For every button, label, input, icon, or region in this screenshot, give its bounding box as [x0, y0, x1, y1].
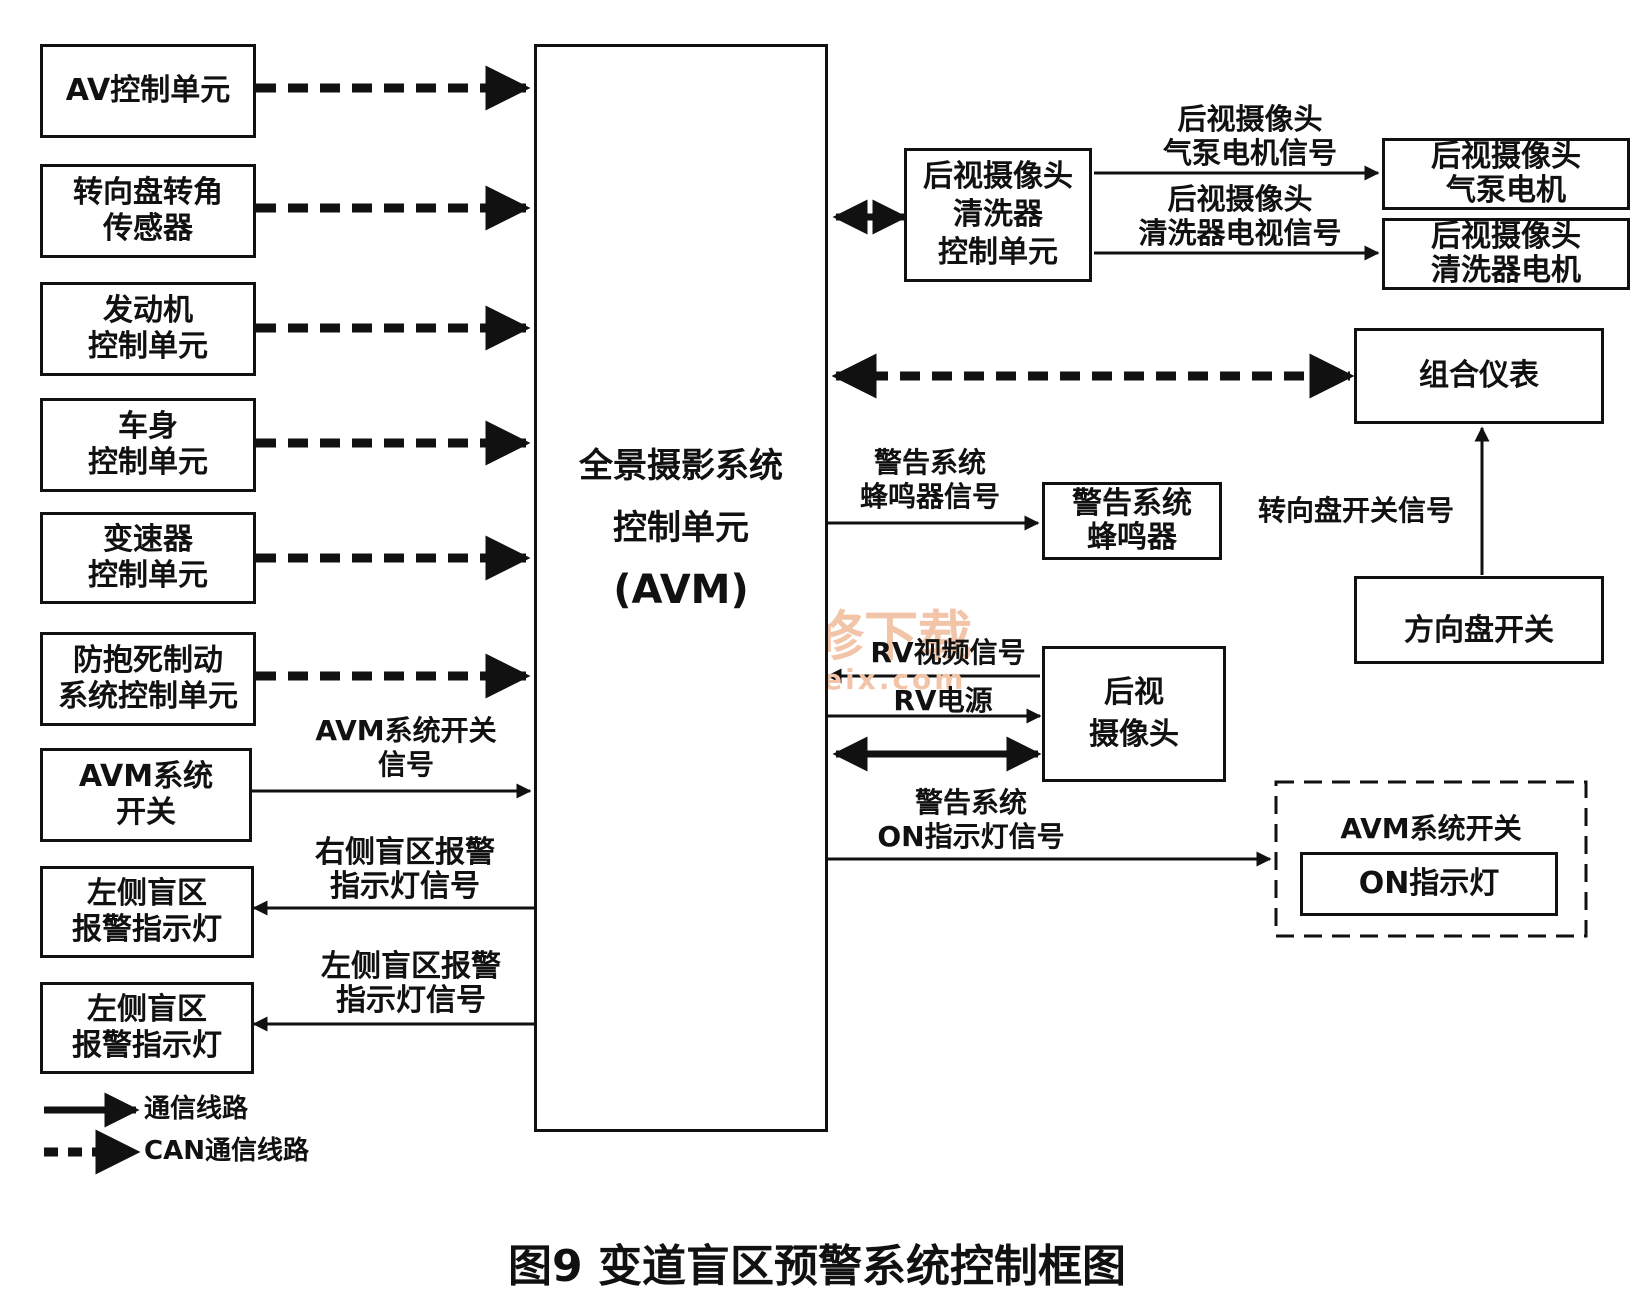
rv-video-signal-label: RV视频信号 [870, 636, 1026, 669]
engine-control-unit-box: 发动机 控制单元 [40, 282, 256, 376]
box-label: 开关 [116, 795, 176, 830]
warning-buzzer-box: 警告系统 蜂鸣器 [1042, 482, 1222, 560]
box-label: ON指示灯 [1358, 866, 1500, 901]
box-label: 报警指示灯 [72, 1028, 222, 1063]
avm-system-switch-box: AVM系统 开关 [40, 748, 252, 842]
right-blind-signal-label: 右侧盲区报警指示灯信号 [315, 835, 495, 904]
av-control-unit-box: AV控制单元 [40, 44, 256, 138]
transmission-control-unit-box: 变速器 控制单元 [40, 512, 256, 604]
box-label: 后视摄像头 [1431, 219, 1581, 254]
box-label: 系统控制单元 [58, 679, 238, 714]
can-lines-left [256, 65, 1355, 699]
box-label: 控制单元 [938, 235, 1058, 270]
avm-switch-signal-label: AVM系统开关信号 [315, 714, 497, 781]
box-label: 车身 [118, 409, 178, 444]
combination-meter-box: 组合仪表 [1354, 328, 1604, 424]
box-label: 转向盘转角 [73, 175, 223, 210]
box-label: 蜂鸣器 [1087, 520, 1177, 555]
box-label: 气泵电机 [1446, 173, 1566, 208]
avm-indicator-title: AVM系统开关 [1340, 812, 1522, 845]
camera-pump-motor-box: 后视摄像头 气泵电机 [1382, 138, 1630, 210]
rv-power-label: RV电源 [893, 684, 993, 717]
box-label: 报警指示灯 [72, 912, 222, 947]
box-label: 后视摄像头 [1431, 139, 1581, 174]
figure-caption: 图9 变道盲区预警系统控制框图 [508, 1241, 1126, 1292]
box-label: 控制单元 [88, 329, 208, 364]
box-label: 警告系统 [1072, 486, 1192, 521]
left-blind-signal-label: 左侧盲区报警指示灯信号 [321, 949, 501, 1018]
box-label: 摄像头 [1089, 717, 1179, 752]
box-label: 控制单元 [613, 508, 749, 548]
box-label: 左侧盲区 [87, 876, 207, 911]
steering-switch-signal-label: 转向盘开关信号 [1257, 494, 1454, 527]
box-label: 组合仪表 [1419, 358, 1539, 393]
legend-comm-label: 通信线路 [144, 1094, 249, 1124]
legend-can-label: CAN通信线路 [144, 1136, 309, 1166]
camera-washer-motor-box: 后视摄像头 清洗器电机 [1382, 218, 1630, 290]
buzzer-signal-label: 警告系统蜂鸣器信号 [859, 446, 1000, 513]
box-label: 左侧盲区 [87, 992, 207, 1027]
body-control-unit-box: 车身 控制单元 [40, 398, 256, 492]
washer-control-unit-box: 后视摄像头 清洗器 控制单元 [904, 148, 1092, 282]
box-label: 清洗器电机 [1431, 253, 1581, 288]
rear-camera-box: 后视 摄像头 [1042, 646, 1226, 782]
box-label: AVM系统 [78, 759, 214, 794]
washer-motor-signal-label: 后视摄像头清洗器电视信号 [1138, 182, 1342, 250]
on-indicator-box: ON指示灯 [1300, 852, 1558, 916]
right-blind-zone-indicator-box: 左侧盲区 报警指示灯 [40, 866, 254, 958]
left-blind-zone-indicator-box: 左侧盲区 报警指示灯 [40, 982, 254, 1074]
abs-control-unit-box: 防抱死制动 系统控制单元 [40, 632, 256, 726]
box-label: 控制单元 [88, 445, 208, 480]
box-label: 方向盘开关 [1404, 613, 1554, 648]
box-label: (AVM) [613, 567, 749, 613]
box-label: 清洗器 [953, 197, 1043, 232]
box-label: 后视 [1104, 675, 1164, 710]
box-label: 发动机 [103, 293, 193, 328]
box-label: 传感器 [103, 211, 193, 246]
comm-lines [44, 199, 1042, 1128]
box-label: AV控制单元 [65, 73, 231, 108]
steering-angle-sensor-box: 转向盘转角 传感器 [40, 164, 256, 258]
box-label: 后视摄像头 [923, 159, 1073, 194]
signal-lines [252, 165, 1490, 1032]
steering-wheel-switch-box: 方向盘开关 [1354, 576, 1604, 664]
box-label: 全景摄影系统 [579, 446, 783, 486]
box-label: 控制单元 [88, 558, 208, 593]
avm-control-unit-box: 全景摄影系统 控制单元 (AVM) [534, 44, 828, 1132]
box-label: 防抱死制动 [73, 643, 223, 678]
pump-motor-signal-label: 后视摄像头气泵电机信号 [1162, 102, 1337, 170]
avm-indicator-dashed-border [1274, 780, 1588, 938]
box-label: 变速器 [103, 522, 193, 557]
